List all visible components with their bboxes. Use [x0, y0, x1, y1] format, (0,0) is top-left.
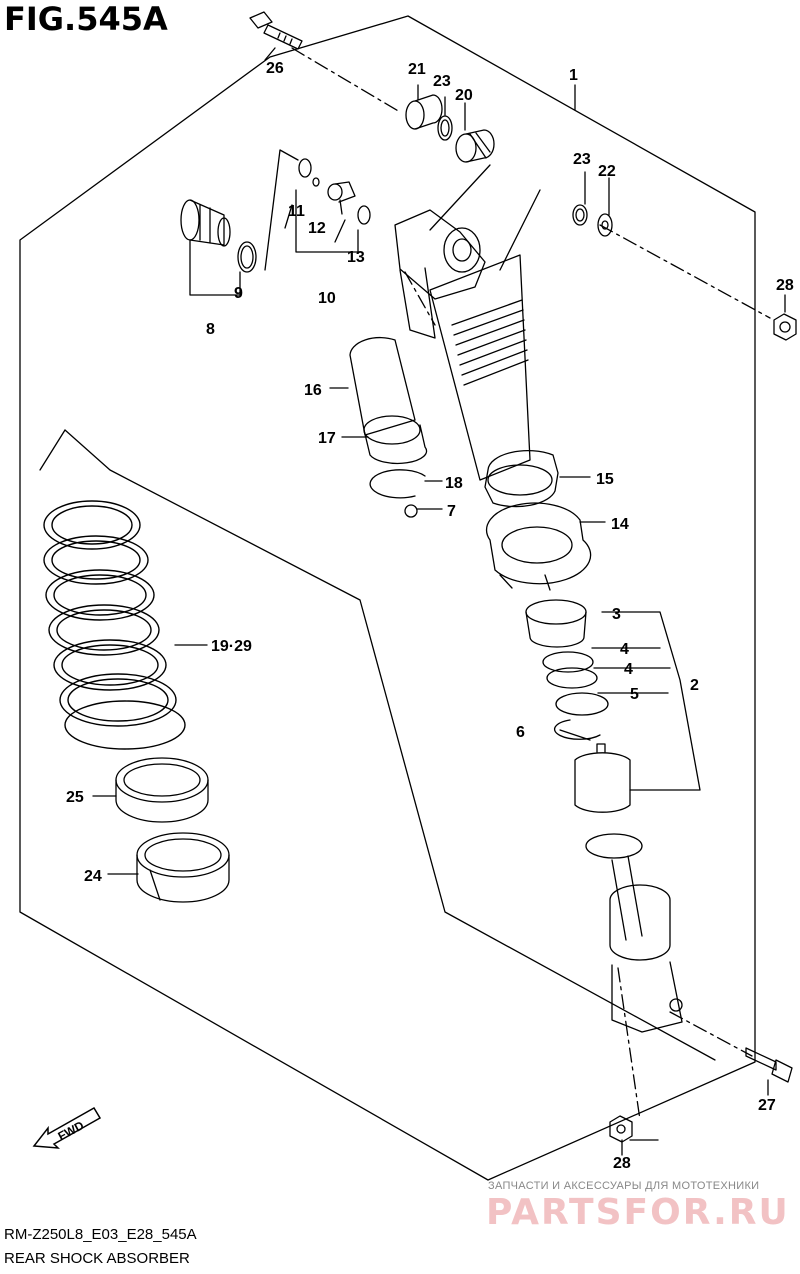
ring-5: [555, 692, 609, 716]
adjuster-8: [180, 199, 231, 247]
callout-7: 7: [447, 503, 456, 520]
callout-23-right: 23: [573, 151, 591, 168]
callout-3: 3: [612, 606, 621, 623]
callout-13: 13: [347, 249, 365, 266]
callout-20: 20: [455, 87, 473, 104]
oring-23-right: [572, 204, 588, 226]
fwd-arrow-icon: FWD: [32, 1104, 102, 1159]
callout-19-29: 19·29: [211, 638, 252, 655]
callout-8: 8: [206, 321, 215, 338]
ball-7: [404, 504, 418, 518]
spring-seat-25: [115, 757, 209, 823]
callout-25: 25: [66, 789, 84, 806]
bearing-20: [455, 129, 495, 163]
bolt-27: [745, 1047, 793, 1083]
bolt-26: [249, 11, 303, 50]
callout-23-top: 23: [433, 73, 451, 90]
ring-18: [369, 469, 426, 499]
nut-28-bottom: [609, 1115, 633, 1143]
callout-4b: 4: [624, 661, 633, 678]
oring-23-top: [437, 115, 453, 141]
callout-14: 14: [611, 516, 629, 533]
shock-body-1: [394, 209, 531, 481]
clevis: [609, 884, 683, 1033]
callout-4a: 4: [620, 641, 629, 658]
figure-title: FIG.545A: [4, 0, 168, 38]
spring-19-29: [43, 500, 186, 750]
assembly-frame: [19, 15, 756, 1181]
callout-16: 16: [304, 382, 322, 399]
stopper-24: [136, 832, 230, 903]
callout-26: 26: [266, 60, 284, 77]
callout-17: 17: [318, 430, 336, 447]
piston-assembly: [574, 743, 643, 941]
callout-12: 12: [308, 220, 326, 237]
leader-2: [601, 611, 701, 791]
model-code: RM-Z250L8_E03_E28_545A: [4, 1226, 197, 1243]
oring-12: [312, 177, 320, 187]
callout-15: 15: [596, 471, 614, 488]
watermark-brand: PARTSFOR.RU: [486, 1192, 790, 1233]
diagram-caption: REAR SHOCK ABSORBER: [4, 1250, 190, 1267]
oring-9: [237, 241, 257, 273]
callout-28-bottom: 28: [613, 1155, 631, 1172]
callout-24: 24: [84, 868, 102, 885]
inner-frame: [64, 429, 716, 1061]
cap-17: [363, 415, 428, 465]
clip-6: [553, 719, 601, 740]
callout-1: 1: [569, 67, 578, 84]
nut-28-right: [773, 313, 797, 341]
callout-28-right: 28: [776, 277, 794, 294]
callout-22: 22: [598, 163, 616, 180]
callout-9: 9: [234, 285, 243, 302]
watermark-tagline: ЗАПЧАСТИ И АКСЕССУАРЫ ДЛЯ МОТОТЕХНИКИ: [488, 1180, 760, 1192]
callout-21: 21: [408, 61, 426, 78]
callout-5: 5: [630, 686, 639, 703]
leader-10: [295, 189, 359, 253]
locknut-15: [484, 449, 559, 508]
valve-10: [327, 181, 356, 215]
callout-27: 27: [758, 1097, 776, 1114]
oring-13: [357, 205, 371, 225]
bushing-3: [525, 599, 587, 648]
washer-4a: [542, 651, 594, 673]
callout-10: 10: [318, 290, 336, 307]
callout-2: 2: [690, 677, 699, 694]
washer-4b: [546, 667, 598, 689]
leader-8-9: [189, 239, 241, 296]
washer-22: [597, 213, 613, 237]
locknut-14: [485, 502, 592, 591]
oring-11: [298, 158, 312, 178]
callout-6: 6: [516, 724, 525, 741]
collar-21: [405, 94, 443, 130]
callout-11: 11: [288, 203, 305, 220]
reservoir-16: [349, 336, 416, 436]
callout-18: 18: [445, 475, 463, 492]
